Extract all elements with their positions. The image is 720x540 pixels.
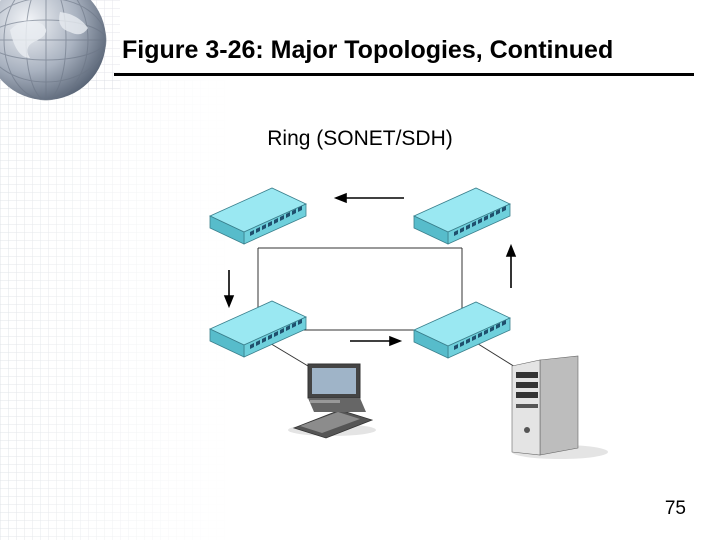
switch-bottom-left <box>209 300 307 358</box>
arrow-left-icon <box>333 192 404 204</box>
arrow-right-icon <box>350 335 403 347</box>
switch-top-right <box>413 187 511 245</box>
link-server <box>474 341 521 371</box>
server-tower-icon <box>511 355 608 459</box>
title-underline <box>114 73 694 76</box>
laptop-icon <box>288 363 376 439</box>
arrow-up-icon <box>505 243 517 288</box>
diagram-subtitle: Ring (SONET/SDH) <box>267 127 453 150</box>
switch-bottom-right <box>413 301 511 359</box>
page-number: 75 <box>664 498 686 519</box>
globe-icon <box>0 0 107 101</box>
slide-title: Figure 3-26: Major Topologies, Continued <box>122 36 614 64</box>
arrow-down-icon <box>223 270 235 309</box>
switch-top-left <box>209 187 307 245</box>
